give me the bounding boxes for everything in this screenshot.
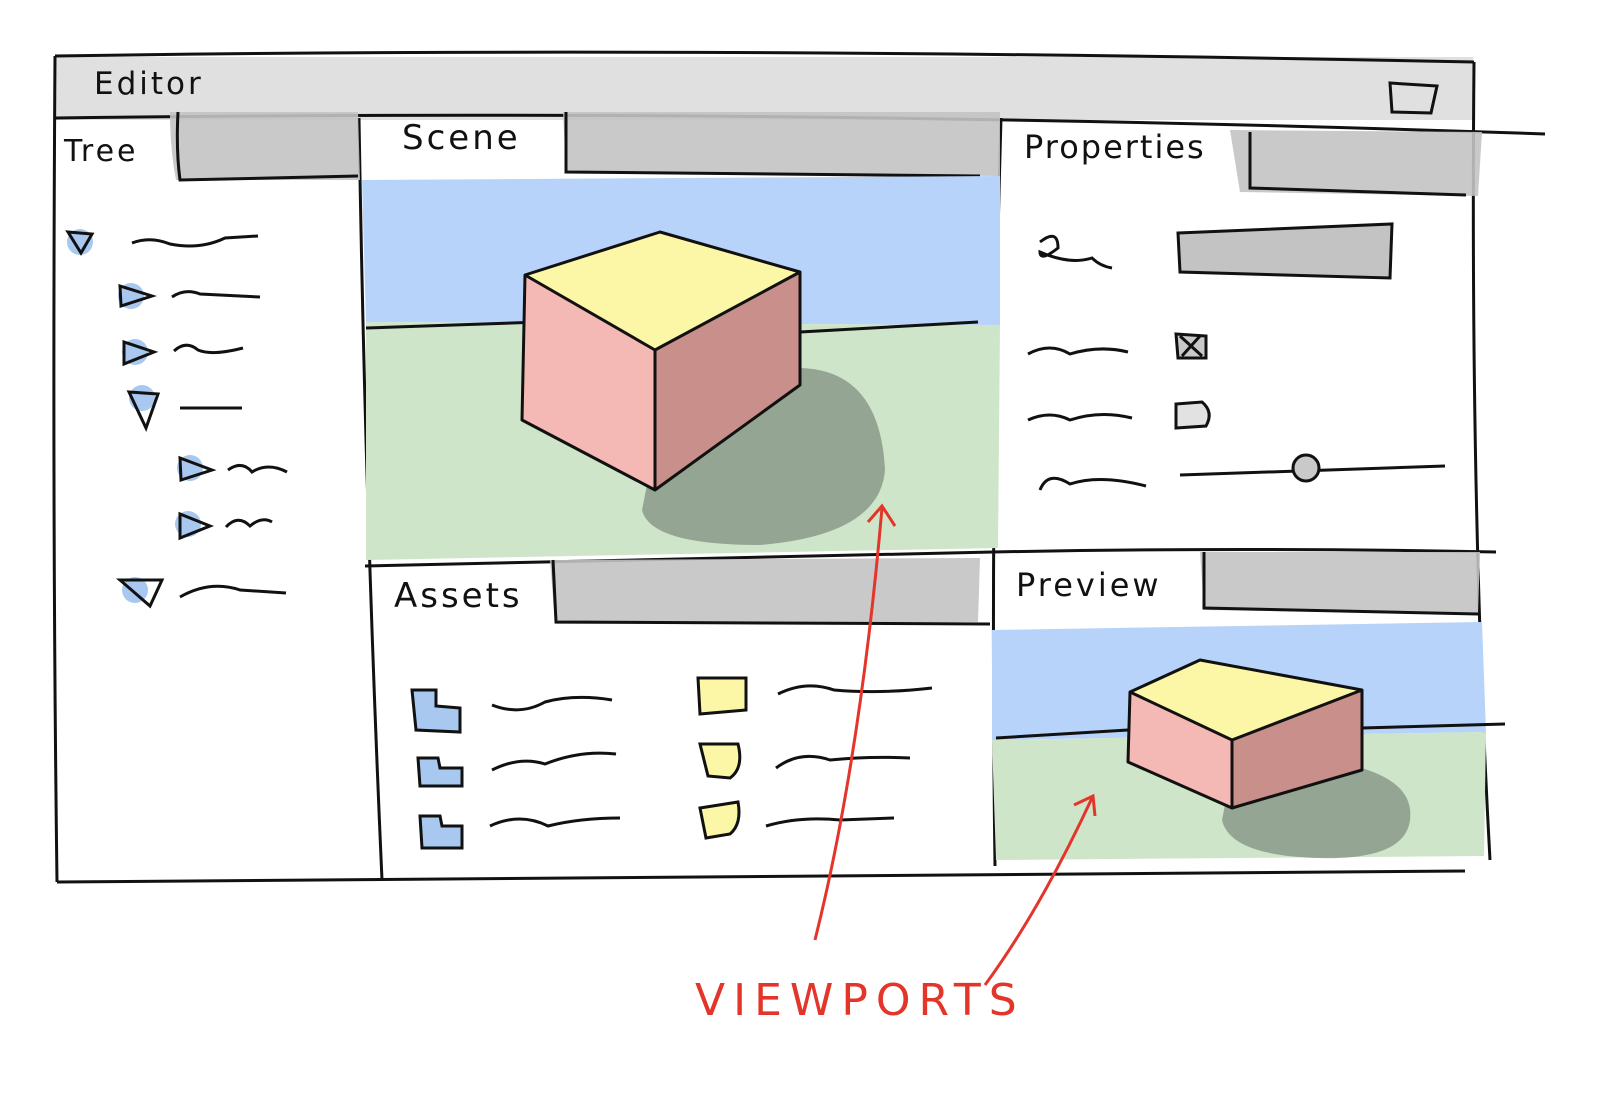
properties-tab-bar[interactable] [1230, 130, 1482, 196]
window-bottom-edge [56, 869, 1466, 884]
asset-label [775, 754, 911, 770]
scene-panel [362, 112, 1000, 560]
folder-icon [416, 756, 464, 788]
scene-bottom-divider [364, 550, 994, 568]
horizon-line [995, 728, 1129, 740]
collapsed-arrow-icon [122, 339, 159, 367]
scene-viewport[interactable] [362, 176, 1000, 560]
property-label [1027, 346, 1129, 356]
file-icon [696, 676, 748, 716]
tree-item[interactable] [175, 511, 273, 541]
properties-bottom-divider [992, 548, 1497, 554]
expanded-arrow-icon [115, 578, 165, 609]
file-icon [698, 742, 742, 780]
folder-icon [418, 814, 464, 850]
checkbox-checked[interactable] [1174, 332, 1208, 360]
annotation-arrows [813, 503, 1097, 986]
title-bar [55, 57, 1473, 120]
property-row [1038, 453, 1446, 491]
expanded-arrow-icon [126, 390, 161, 432]
tree-panel [65, 111, 360, 609]
property-row [1027, 332, 1208, 360]
property-label [1038, 234, 1113, 270]
tree-item-label [171, 290, 261, 299]
property-label [1038, 476, 1147, 491]
collapsed-arrow-icon [178, 455, 217, 483]
asset-label [491, 695, 613, 712]
scene-tab-bar[interactable] [563, 112, 1000, 176]
window-title: Editor [94, 66, 204, 102]
tree-item[interactable] [115, 577, 287, 609]
tree-item-label [172, 343, 244, 355]
folder-icon [410, 688, 462, 734]
check-mark-icon [1178, 334, 1204, 358]
tree-tab-bar[interactable] [170, 112, 360, 180]
assets-tab-bar[interactable] [550, 558, 980, 624]
assets-panel-title: Assets [394, 576, 523, 616]
tree-item[interactable] [118, 283, 261, 309]
asset-label [489, 816, 621, 828]
arrow-to-preview-viewport [983, 797, 1094, 986]
asset-item[interactable] [698, 800, 895, 840]
property-slider[interactable] [1179, 453, 1446, 483]
checkbox-unchecked[interactable] [1174, 400, 1211, 430]
asset-item[interactable] [418, 814, 621, 850]
arrow-to-scene-viewport [813, 507, 884, 941]
property-text-input[interactable] [1176, 222, 1394, 280]
tree-item-label [131, 234, 259, 248]
cube-3d-model [520, 230, 802, 492]
property-row [1027, 400, 1211, 430]
preview-viewport[interactable] [992, 622, 1506, 860]
asset-label [491, 751, 617, 772]
asset-label [777, 684, 933, 696]
window-top-edge [54, 50, 1475, 64]
asset-item[interactable] [696, 676, 933, 716]
properties-panel-title: Properties [1024, 128, 1206, 166]
tree-item-label [224, 518, 273, 529]
horizon-line [365, 320, 541, 330]
window-left-edge [52, 55, 59, 883]
preview-panel-title: Preview [1016, 566, 1162, 604]
preview-panel [992, 552, 1506, 860]
viewports-annotation: VIEWPORTS [695, 975, 1025, 1026]
window-maximize-icon[interactable] [1388, 81, 1439, 115]
collapsed-arrow-icon [178, 511, 215, 541]
file-icon [698, 800, 741, 840]
tree-item[interactable] [177, 455, 288, 483]
expanded-arrow-icon [65, 230, 95, 256]
cube-3d-model [1126, 658, 1364, 810]
asset-item[interactable] [416, 751, 617, 788]
tree-item[interactable] [122, 339, 244, 367]
tree-item-label [179, 584, 287, 599]
preview-tab-bar[interactable] [1200, 552, 1480, 614]
property-row [1038, 222, 1394, 280]
asset-item[interactable] [410, 688, 613, 734]
collapsed-arrow-icon [118, 283, 157, 309]
asset-item[interactable] [698, 742, 911, 780]
tree-panel-title: Tree [64, 134, 139, 169]
property-label [1027, 413, 1133, 422]
slider-handle[interactable] [1291, 453, 1321, 483]
tree-item[interactable] [126, 385, 242, 432]
tree-item[interactable] [65, 229, 259, 256]
asset-label [765, 816, 895, 828]
scene-panel-title: Scene [402, 118, 521, 158]
properties-panel [1027, 130, 1482, 491]
tree-item-label [227, 464, 288, 474]
